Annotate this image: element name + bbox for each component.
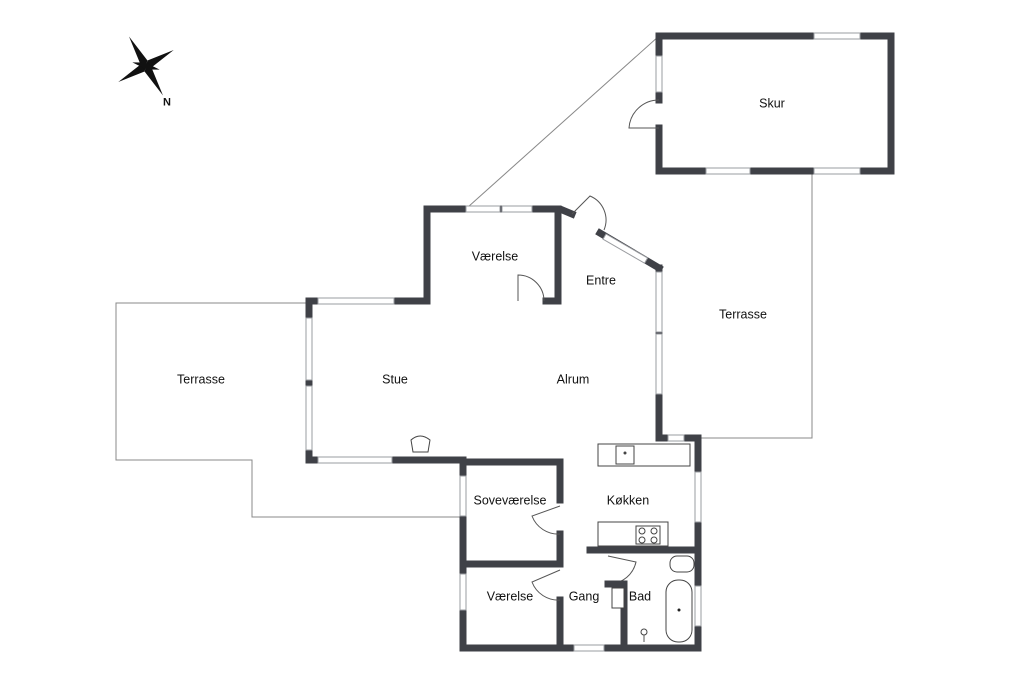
small-room-window-left	[459, 573, 467, 611]
stue-window-bottom	[317, 456, 393, 464]
stue-window-left-2	[305, 385, 313, 451]
shower-icon	[640, 628, 648, 642]
gang-window-bottom	[573, 644, 605, 652]
sink-drain	[623, 451, 627, 455]
label-sovevaerelse: Soveværelse	[474, 493, 547, 507]
kitchen-window-top	[667, 434, 685, 442]
upper-room-window-2	[501, 205, 533, 213]
terrace-diagonal-edge	[467, 35, 660, 208]
small-room-door-swing	[531, 569, 561, 601]
label-entre: Entre	[586, 273, 616, 287]
sink-icon	[615, 445, 635, 465]
entry-window	[602, 233, 649, 264]
stove-icon	[635, 525, 661, 545]
compass-north-label: N	[163, 96, 171, 108]
house-walls	[305, 195, 702, 652]
alrum-window-right-1	[655, 271, 663, 333]
upper-room-window-1	[465, 205, 501, 213]
kitchen-fixtures	[597, 443, 691, 547]
bath-cabinet-icon	[611, 587, 625, 609]
shed	[628, 32, 895, 175]
label-skur: Skur	[759, 96, 785, 110]
label-terrasse-left: Terrasse	[177, 372, 225, 386]
terrace-left-outline	[115, 302, 464, 518]
upper-room-door-swing	[517, 274, 545, 302]
fireplace-icon	[410, 435, 431, 453]
bathtub-drain	[677, 608, 681, 612]
bath-door-swing	[607, 555, 637, 585]
toilet-icon	[669, 555, 695, 573]
label-stue: Stue	[382, 372, 408, 386]
compass-rose-icon: N	[118, 36, 174, 108]
label-vaerelse-bottom: Værelse	[487, 589, 534, 603]
shed-window-left	[655, 55, 663, 93]
bedroom-window-left	[459, 475, 467, 517]
alrum-window-right-2	[655, 333, 663, 395]
shed-window-bottom-2	[813, 167, 861, 175]
label-alrum: Alrum	[557, 372, 590, 386]
terrace-right-outline	[700, 171, 813, 439]
kitchen-window-right	[694, 471, 702, 523]
label-gang: Gang	[569, 589, 600, 603]
terrace-outlines	[115, 35, 813, 518]
entry-door-swing	[571, 195, 607, 231]
label-kokken: Køkken	[607, 493, 649, 507]
shed-window-bottom-1	[705, 167, 751, 175]
label-bad: Bad	[629, 589, 651, 603]
bath-fixtures	[611, 555, 695, 643]
stue-window-top	[317, 297, 395, 305]
bath-window-right	[694, 585, 702, 627]
bedroom-door-swing	[531, 505, 561, 535]
shed-door-swing	[628, 99, 660, 129]
shed-window-top	[813, 32, 861, 40]
kitchen-counter-top	[597, 443, 691, 467]
label-terrasse-right: Terrasse	[719, 307, 767, 321]
label-vaerelse-top: Værelse	[472, 249, 519, 263]
room-labels: Skur Værelse Entre Terrasse Terrasse Stu…	[177, 96, 785, 603]
stue-window-left-1	[305, 317, 313, 381]
